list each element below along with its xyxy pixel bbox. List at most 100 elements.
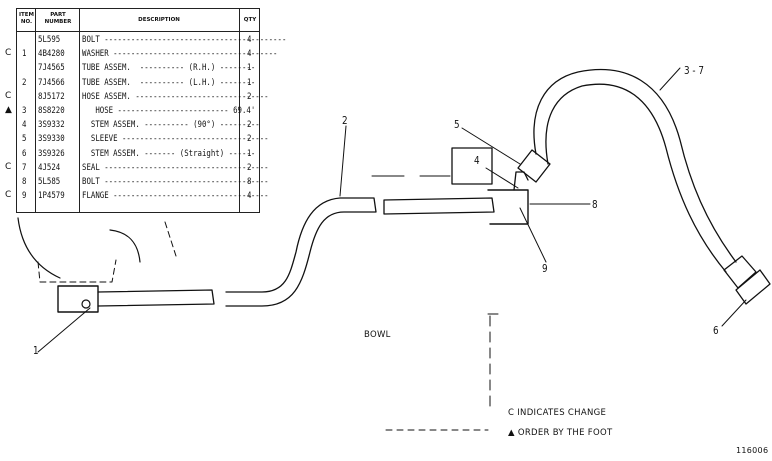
item-1-fitting bbox=[57, 285, 99, 313]
row-part-number: 5L585 bbox=[38, 177, 61, 187]
item-4-leader bbox=[485, 167, 519, 189]
change-marker: C bbox=[5, 90, 12, 101]
legend-order-by-foot: ▲ ORDER BY THE FOOT bbox=[508, 428, 613, 438]
header-qty: QTY bbox=[243, 17, 257, 23]
table-row: 6 3S9326 STEM ASSEM. ------- (Straight) -… bbox=[17, 149, 261, 161]
item-6-fitting bbox=[723, 255, 757, 289]
row-part-number: 7J4566 bbox=[38, 77, 65, 88]
header-item-no: ITEM NO. bbox=[18, 12, 35, 25]
row-item-no: 9 bbox=[22, 191, 27, 202]
header-description: DESCRIPTION bbox=[138, 17, 180, 23]
callout-8: 8 bbox=[592, 198, 598, 211]
row-qty: 2 bbox=[247, 120, 252, 131]
item-6-flange bbox=[735, 269, 771, 305]
row-qty: 1 bbox=[247, 63, 252, 74]
row-item-no: 2 bbox=[22, 77, 27, 88]
row-description: HOSE ------------------------- 69.4' bbox=[82, 106, 256, 116]
callout-1: 1 bbox=[33, 344, 39, 357]
row-qty: 1 bbox=[247, 148, 252, 159]
callout-6: 6 bbox=[713, 324, 719, 337]
row-description: STEM ASSEM. ---------- (90°) --------- bbox=[82, 120, 260, 131]
row-part-number: 8J5172 bbox=[38, 91, 65, 102]
item-9-leader bbox=[519, 207, 547, 263]
flange-block bbox=[487, 189, 529, 225]
col-divider-part bbox=[79, 9, 80, 212]
change-marker: C bbox=[5, 48, 12, 59]
item-1-bolt bbox=[81, 299, 91, 309]
bowl-ghost-line-2 bbox=[164, 221, 177, 257]
row-qty: 1 bbox=[247, 77, 252, 88]
callout-4: 4 bbox=[474, 154, 480, 167]
row-qty: 2 bbox=[247, 91, 252, 102]
table-row: 5 3S9330 SLEEVE -------------------------… bbox=[17, 134, 269, 146]
row-description: TUBE ASSEM. ---------- (R.H.) -------- bbox=[82, 63, 256, 74]
table-row: 9 1P4579 FLANGE --------------------------… bbox=[17, 191, 269, 203]
table-row: 4 3S9332 STEM ASSEM. ---------- (90°) ---… bbox=[17, 120, 261, 132]
row-description: BOLT -----------------------------------… bbox=[82, 177, 269, 187]
row-qty: 8 bbox=[247, 177, 252, 187]
table-row: 2 7J4566 TUBE ASSEM. ---------- (L.H.) ---… bbox=[17, 78, 261, 90]
row-item-no: 3 bbox=[22, 106, 27, 116]
table-row: 7J4565 TUBE ASSEM. ---------- (R.H.) ----… bbox=[17, 63, 261, 75]
item-4-box bbox=[451, 147, 493, 185]
callout-3-7: 3 - 7 bbox=[684, 64, 704, 77]
table-row: 8J5172 HOSE ASSEM. ----------------------… bbox=[17, 91, 269, 104]
row-qty: 4 bbox=[247, 35, 252, 45]
row-item-no: 4 bbox=[22, 120, 27, 131]
row-part-number: 3S9332 bbox=[38, 120, 65, 131]
col-divider-item bbox=[35, 9, 36, 212]
row-part-number: 4J524 bbox=[38, 162, 61, 173]
row-description: WASHER ---------------------------------… bbox=[82, 49, 278, 60]
bowl-outline-arc bbox=[17, 217, 61, 279]
row-qty: 2 bbox=[247, 162, 252, 173]
callout-9: 9 bbox=[542, 262, 548, 275]
row-part-number: 3S9330 bbox=[38, 134, 65, 145]
col-divider-qty bbox=[239, 9, 240, 212]
row-description: HOSE ASSEM. ----------------------------… bbox=[82, 91, 269, 102]
bowl-label: BOWL bbox=[364, 330, 391, 340]
change-marker: C bbox=[5, 190, 12, 201]
row-part-number: 3S9326 bbox=[38, 148, 65, 159]
item-5-leader bbox=[461, 127, 521, 165]
row-part-number: 1P4579 bbox=[38, 191, 65, 202]
flange-elbow bbox=[513, 171, 529, 191]
row-qty: 2 bbox=[247, 134, 252, 145]
change-marker: ▲ bbox=[5, 105, 12, 115]
row-qty: 4 bbox=[247, 191, 252, 202]
row-description: SLEEVE --------------------------------- bbox=[82, 134, 269, 145]
item-1-leader bbox=[37, 307, 91, 353]
header-divider bbox=[17, 31, 259, 32]
row-qty: 4 bbox=[247, 49, 252, 60]
item-5-sleeve bbox=[517, 149, 551, 183]
row-description: FLANGE ---------------------------------… bbox=[82, 191, 269, 202]
row-part-number: 4B4280 bbox=[38, 49, 65, 60]
row-item-no: 6 bbox=[22, 148, 27, 159]
figure-id: 116006 bbox=[736, 446, 769, 455]
tube-upper-straight bbox=[383, 197, 495, 215]
item-3-leader bbox=[659, 67, 681, 91]
row-part-number: 7J4565 bbox=[38, 63, 65, 74]
legend-change: C INDICATES CHANGE bbox=[508, 408, 607, 418]
parts-table: ITEM NO. PART NUMBER DESCRIPTION QTY 5L5… bbox=[16, 8, 286, 213]
item-3-hose bbox=[533, 68, 737, 273]
row-part-number: 5L595 bbox=[38, 35, 61, 45]
tube-2-leader bbox=[339, 125, 347, 197]
row-item-no: 8 bbox=[22, 177, 27, 187]
change-marker: C bbox=[5, 161, 12, 172]
tube-lower-straight bbox=[97, 289, 215, 307]
bowl-outline-arc-right bbox=[109, 229, 141, 263]
row-item-no: 5 bbox=[22, 134, 27, 145]
row-description: TUBE ASSEM. ---------- (L.H.) -------- bbox=[82, 77, 256, 88]
row-item-no: 7 bbox=[22, 162, 27, 173]
tube-2-body bbox=[225, 197, 377, 307]
row-description: STEM ASSEM. ------- (Straight) ------ bbox=[82, 148, 256, 159]
bowl-ghost-line bbox=[37, 259, 117, 283]
header-part-number: PART NUMBER bbox=[44, 12, 72, 25]
callout-2: 2 bbox=[342, 114, 348, 127]
callout-5: 5 bbox=[454, 118, 460, 131]
